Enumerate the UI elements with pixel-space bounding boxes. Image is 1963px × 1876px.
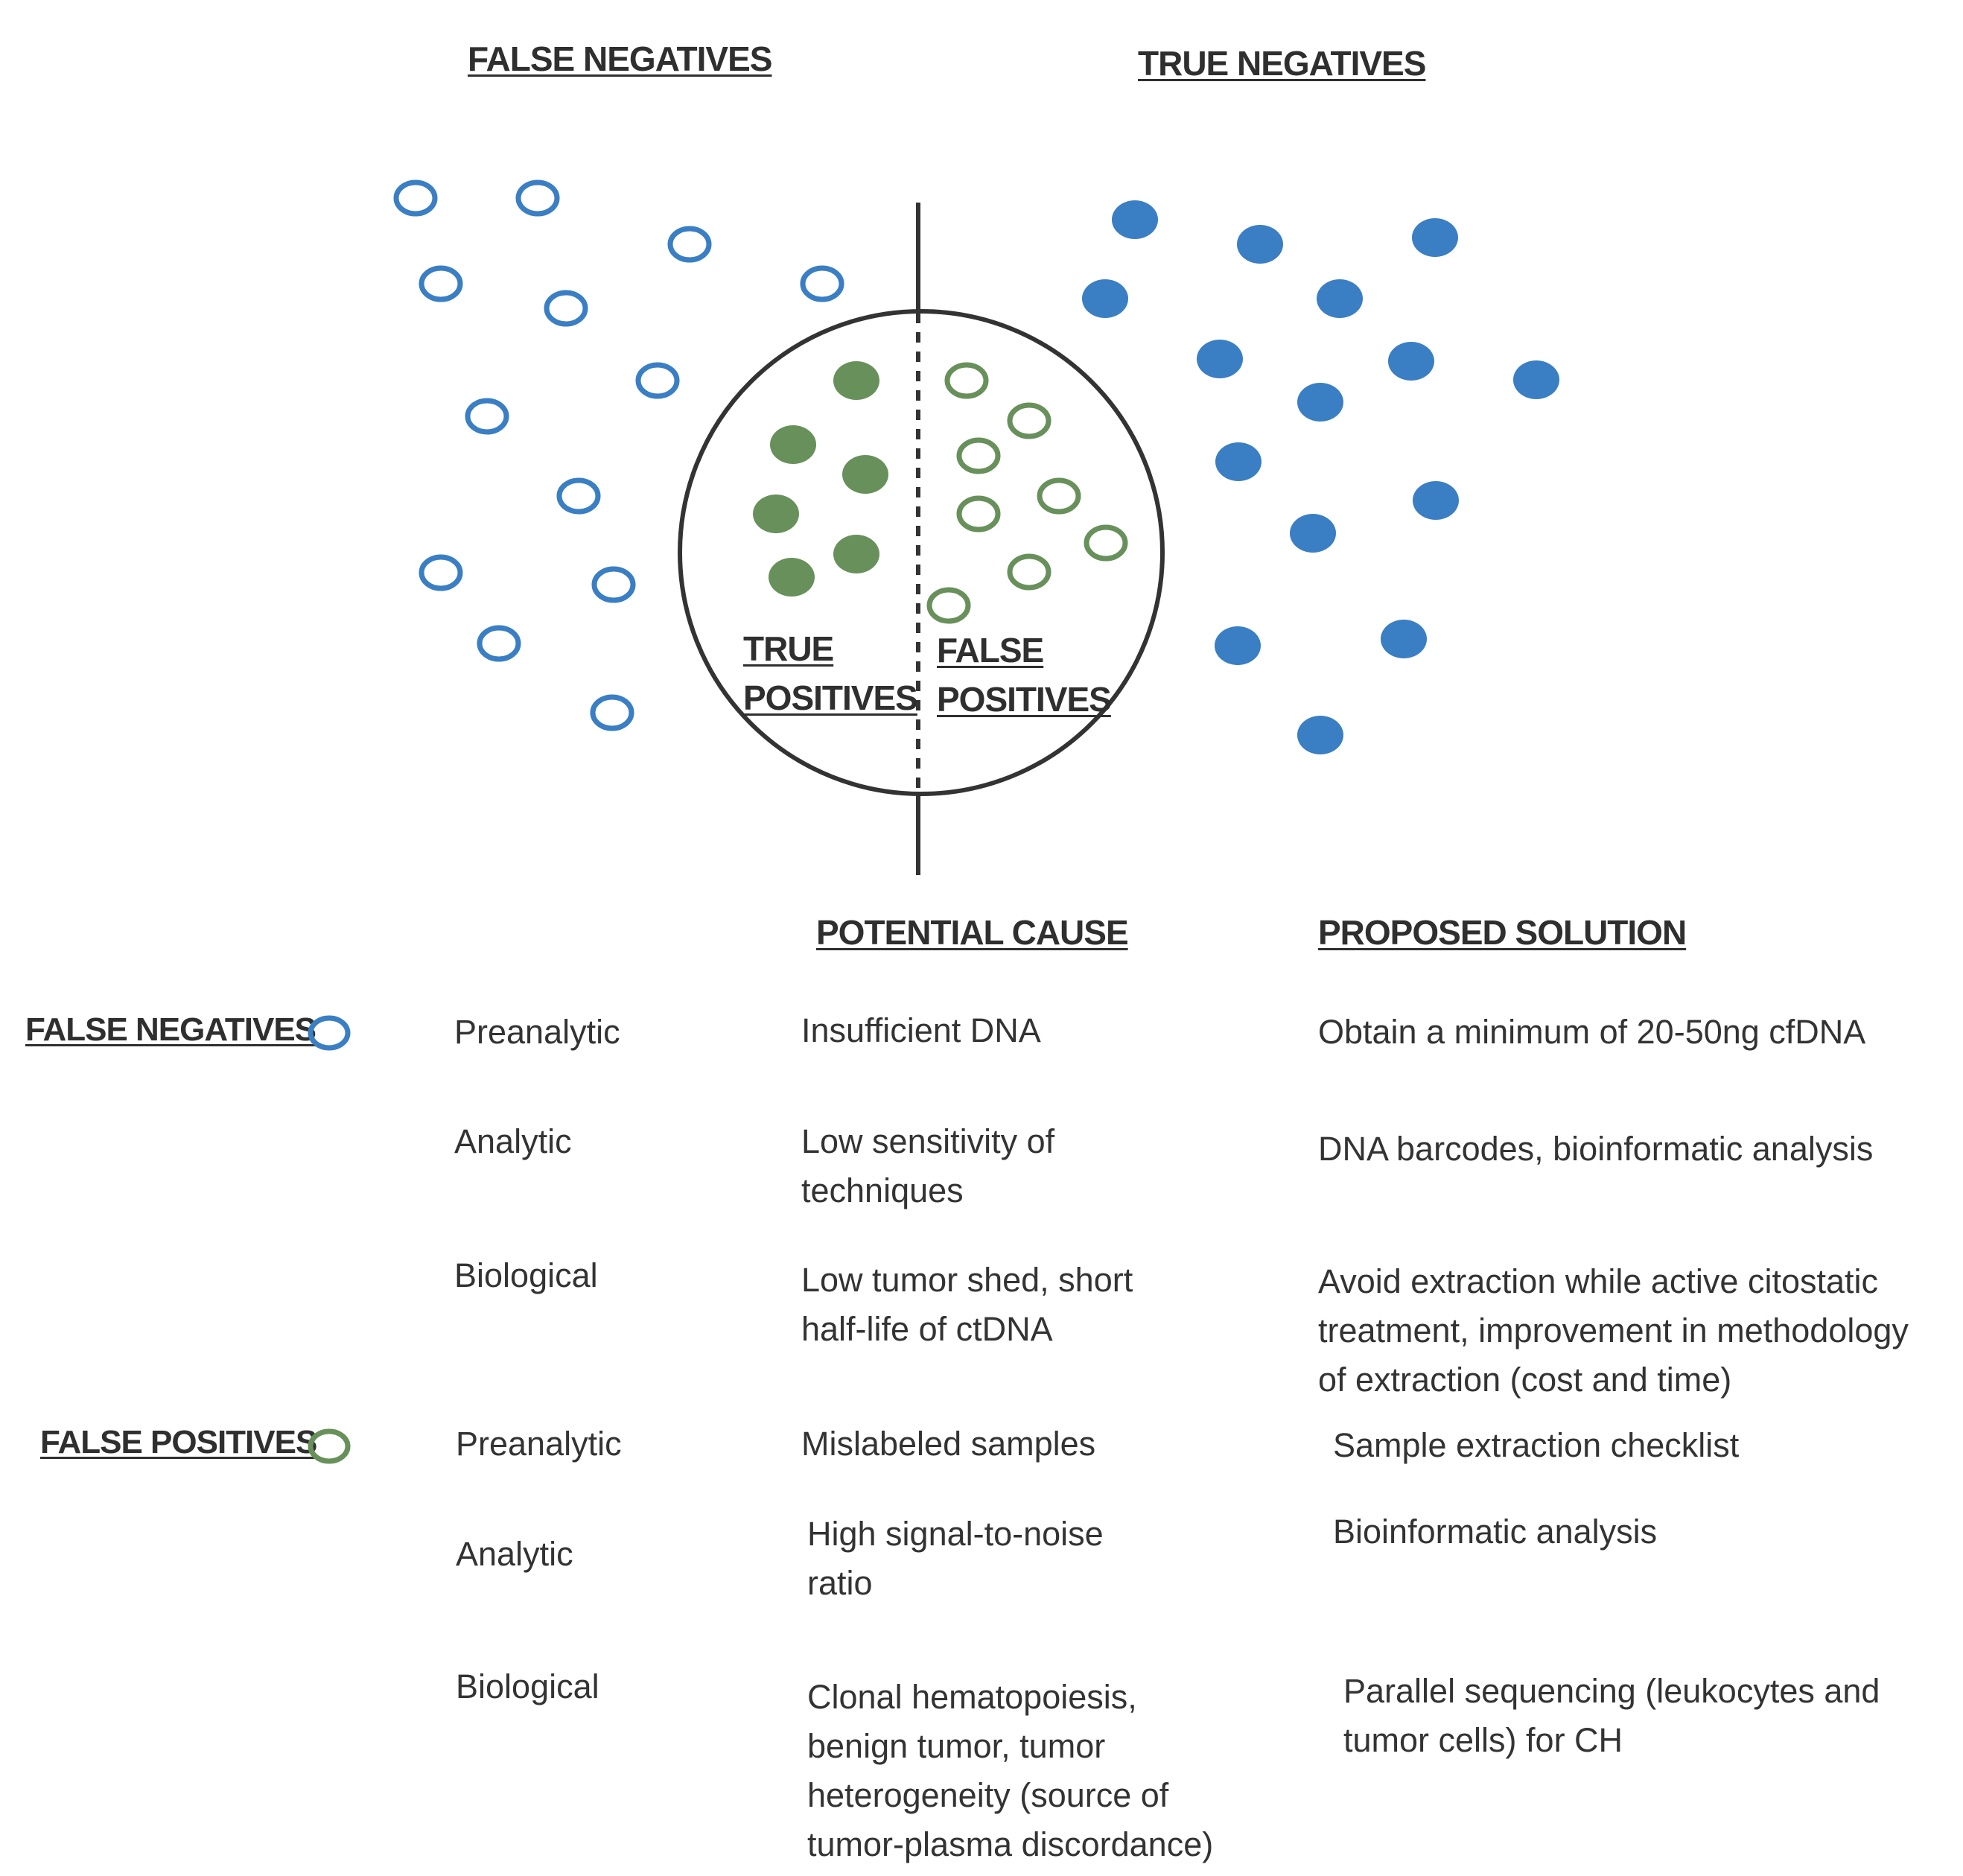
true-negative-dot	[1237, 225, 1283, 264]
test-positive-circle	[678, 309, 1165, 796]
false-negative-dot	[515, 179, 560, 217]
proposed-solution-header: PROPOSED SOLUTION	[1318, 913, 1687, 952]
true-negative-dot	[1290, 514, 1336, 553]
false-positive-dot	[944, 362, 989, 399]
true-negative-dot	[1215, 442, 1262, 481]
false-negative-dot	[477, 625, 521, 662]
false-positive-dot	[1007, 402, 1052, 439]
false-negative-dot	[419, 554, 463, 591]
false-positive-dot	[1037, 477, 1081, 515]
true-positive-dot	[753, 495, 799, 533]
true-negative-dot	[1388, 342, 1434, 381]
false-positive-dot	[926, 587, 971, 624]
true-negative-dot	[1112, 200, 1158, 239]
fp-analytic-cause: High signal-to-noise ratio	[807, 1515, 1104, 1602]
fp-biological-cause: Clonal hematopoiesis, benign tumor, tumo…	[807, 1678, 1214, 1863]
false-positive-dot	[1084, 524, 1128, 562]
true-positive-dot	[842, 455, 888, 494]
false-positives-row-label: FALSE POSITIVES	[40, 1424, 317, 1460]
fp-analytic-solution: Bioinformatic analysis	[1333, 1513, 1658, 1551]
fn-biological-cause: Low tumor shed, short half-life of ctDNA	[801, 1261, 1133, 1348]
false-negatives-row-label: FALSE NEGATIVES	[25, 1011, 316, 1048]
fp-analytic-type: Analytic	[456, 1535, 573, 1573]
false-negative-dot	[556, 477, 601, 515]
true-positive-dot	[770, 425, 816, 464]
true-negative-dot	[1082, 279, 1128, 318]
true-positive-dot	[833, 535, 879, 573]
fp-preanalytic-cause: Mislabeled samples	[801, 1425, 1096, 1463]
potential-cause-header: POTENTIAL CAUSE	[816, 913, 1129, 952]
false-negatives-title: FALSE NEGATIVES	[468, 39, 772, 78]
fp-biological-solution: Parallel sequencing (leukocytes and tumo…	[1343, 1672, 1880, 1759]
fn-biological-type: Biological	[454, 1256, 598, 1294]
false-negative-dot	[635, 362, 680, 399]
true-positive-dot	[769, 558, 815, 597]
false-negative-dot	[667, 226, 712, 263]
false-positive-dot	[956, 437, 1001, 474]
true-positives-label-line1: TRUE	[743, 629, 834, 668]
false-negative-dot	[591, 566, 636, 603]
true-positive-dot	[833, 361, 879, 400]
false-positives-label: FALSE POSITIVES	[937, 626, 1112, 724]
fp-preanalytic-solution: Sample extraction checklist	[1333, 1426, 1740, 1464]
true-positives-label: TRUE POSITIVES	[743, 624, 918, 722]
blue-open-circle-icon	[308, 1015, 351, 1051]
true-negative-dot	[1412, 218, 1458, 257]
true-negative-dot	[1413, 481, 1459, 520]
fn-preanalytic-type: Preanalytic	[454, 1013, 620, 1051]
fn-preanalytic-solution: Obtain a minimum of 20-50ng cfDNA	[1318, 1013, 1866, 1051]
true-positives-label-line2: POSITIVES	[743, 678, 918, 717]
false-negative-dot	[465, 398, 509, 435]
true-negatives-title: TRUE NEGATIVES	[1138, 44, 1426, 83]
false-negative-dot	[544, 290, 588, 327]
green-open-circle-icon	[308, 1428, 351, 1464]
true-negative-dot	[1317, 279, 1363, 318]
false-negative-dot	[590, 694, 634, 731]
false-negative-dot	[393, 179, 438, 217]
true-negative-dot	[1513, 360, 1559, 399]
false-negative-dot	[419, 265, 463, 302]
true-negative-dot	[1197, 340, 1243, 378]
false-negative-dot	[800, 265, 844, 302]
fp-preanalytic-type: Preanalytic	[456, 1425, 622, 1463]
true-negative-dot	[1381, 620, 1427, 658]
fn-preanalytic-cause: Insufficient DNA	[801, 1011, 1041, 1049]
fn-biological-solution: Avoid extraction while active citostatic…	[1318, 1262, 1909, 1399]
fn-analytic-cause: Low sensitivity of techniques	[801, 1122, 1055, 1209]
fn-analytic-type: Analytic	[454, 1122, 572, 1160]
false-positive-dot	[956, 495, 1001, 532]
false-positives-label-line1: FALSE	[937, 631, 1044, 670]
true-negative-dot	[1215, 626, 1261, 665]
fp-biological-type: Biological	[456, 1667, 599, 1705]
true-negative-dot	[1297, 383, 1343, 422]
true-negative-dot	[1297, 716, 1343, 754]
fn-analytic-solution: DNA barcodes, bioinformatic analysis	[1318, 1130, 1874, 1168]
false-positive-dot	[1007, 553, 1052, 591]
false-positives-label-line2: POSITIVES	[937, 680, 1112, 719]
